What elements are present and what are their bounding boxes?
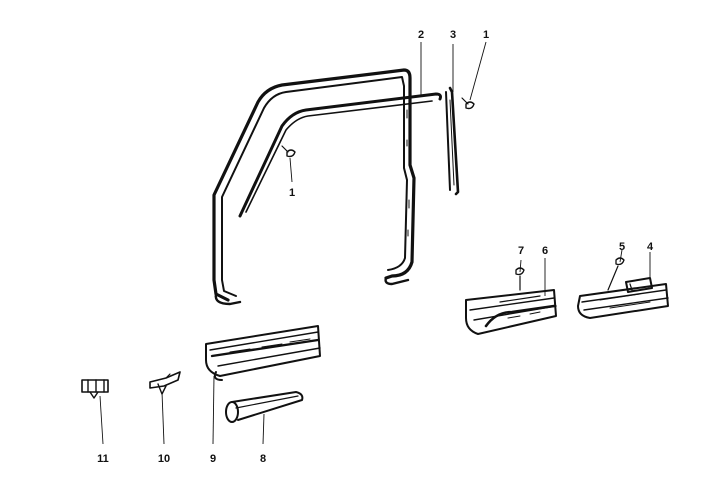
callout-6: 6 — [542, 245, 548, 257]
clip-top — [461, 97, 475, 110]
callout-10: 10 — [158, 453, 170, 465]
clip-middle — [281, 145, 296, 158]
callout-3: 3 — [450, 29, 456, 41]
fastener-11 — [81, 379, 109, 399]
callout-4: 4 — [647, 241, 654, 253]
clip-7 — [515, 267, 525, 291]
callout-2: 2 — [418, 29, 424, 41]
rocker-moulding-9 — [205, 325, 321, 381]
window-channel — [238, 92, 442, 218]
callout-11: 11 — [97, 453, 109, 465]
clip-5 — [607, 257, 625, 291]
sill-trim-6 — [465, 289, 557, 335]
callout-1-middle: 1 — [289, 187, 295, 199]
leader-lines — [99, 41, 651, 445]
door-frame-seal — [212, 68, 416, 306]
guide-strip — [445, 86, 460, 196]
bracket-10 — [149, 371, 181, 395]
callout-9: 9 — [210, 453, 216, 465]
callout-1-top: 1 — [483, 29, 489, 41]
sill-trim-4 — [577, 277, 669, 319]
callout-5: 5 — [619, 241, 625, 253]
callout-8: 8 — [260, 453, 266, 465]
callout-labels: 2 3 1 1 7 6 5 4 11 10 9 8 — [97, 29, 654, 465]
callout-7: 7 — [518, 245, 524, 257]
tube-seal-8 — [225, 391, 304, 423]
